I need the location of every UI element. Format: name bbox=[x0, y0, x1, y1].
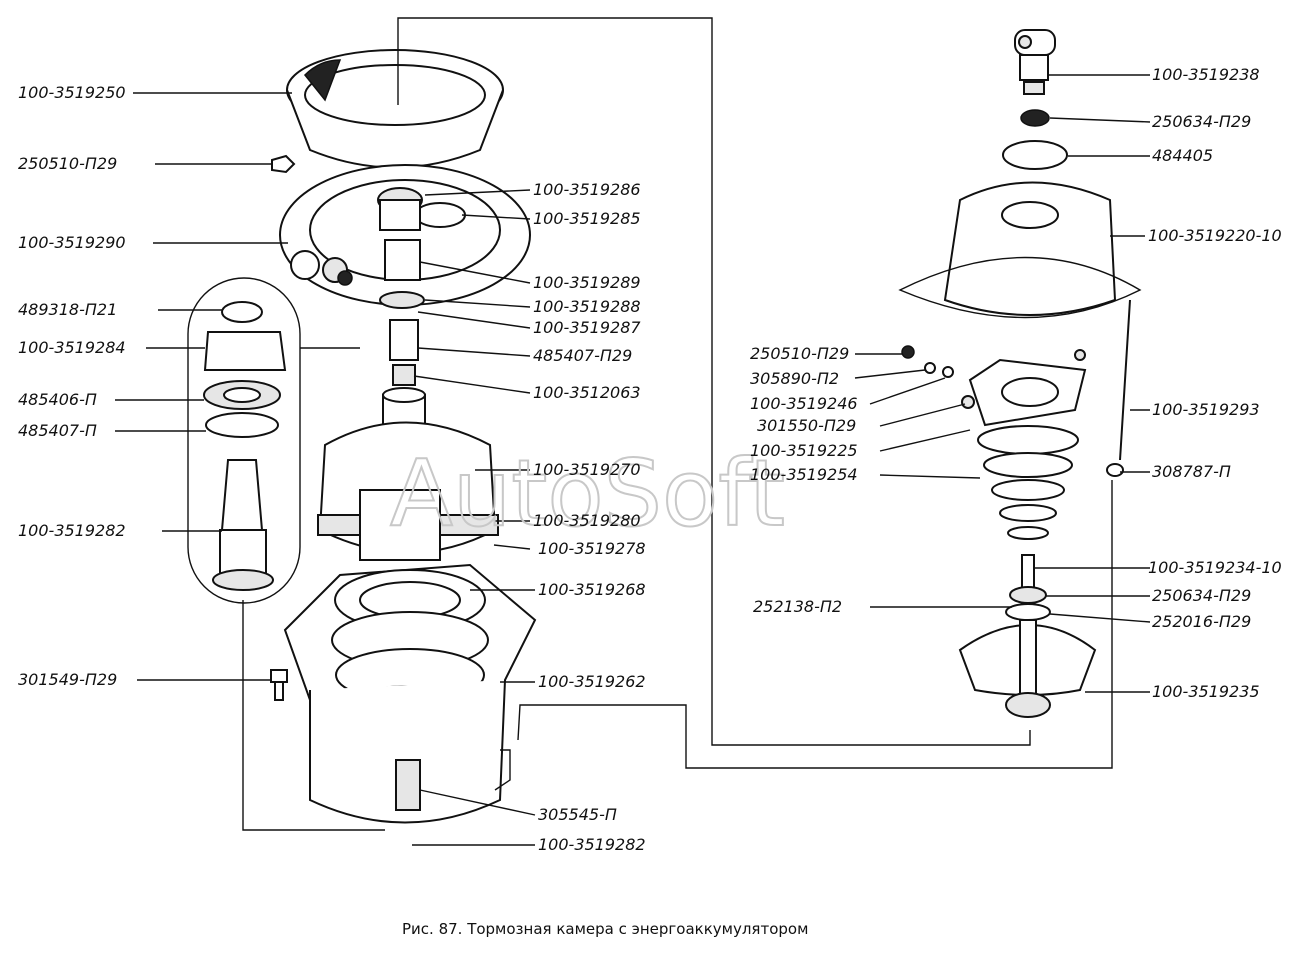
label-100-3519286: 100-3519286 bbox=[533, 180, 641, 199]
label-100-3512063: 100-3512063 bbox=[533, 383, 641, 402]
valve-stack-drawing bbox=[379, 239, 425, 386]
label-250510-p29-right: 250510-П29 bbox=[750, 344, 849, 363]
figure-caption: Рис. 87. Тормозная камера с энергоаккуму… bbox=[402, 920, 808, 938]
leader-lines bbox=[115, 74, 1151, 846]
label-301549-p29: 301549-П29 bbox=[18, 670, 117, 689]
nut-washer-drawing bbox=[1002, 109, 1068, 170]
left-parts-group-drawing bbox=[187, 277, 301, 604]
label-485407-p: 485407-П bbox=[18, 421, 97, 440]
label-100-3519280: 100-3519280 bbox=[533, 511, 641, 530]
label-100-3519220-10: 100-3519220-10 bbox=[1148, 226, 1282, 245]
label-100-3519289: 100-3519289 bbox=[533, 273, 641, 292]
small-nuts-right-drawing bbox=[901, 345, 954, 378]
label-100-3519284: 100-3519284 bbox=[18, 338, 126, 357]
label-100-3519290: 100-3519290 bbox=[18, 233, 126, 252]
label-485407-p29: 485407-П29 bbox=[533, 346, 632, 365]
cover-flange-drawing bbox=[279, 164, 531, 306]
label-100-3519268: 100-3519268 bbox=[538, 580, 646, 599]
connection-lines bbox=[242, 17, 1113, 831]
label-100-3519246: 100-3519246 bbox=[750, 394, 858, 413]
bracket-plate-drawing bbox=[961, 349, 1087, 427]
label-252138-p2: 252138-П2 bbox=[753, 597, 842, 616]
rod-plate-drawing bbox=[958, 554, 1097, 718]
label-305545-p: 305545-П bbox=[538, 805, 617, 824]
label-100-3519282-bottom: 100-3519282 bbox=[538, 835, 646, 854]
label-305890-p2: 305890-П2 bbox=[750, 369, 839, 388]
nut-250510-left-drawing bbox=[271, 154, 296, 174]
label-301550-p29: 301550-П29 bbox=[757, 416, 856, 435]
watermark: AutoSoft bbox=[390, 440, 785, 547]
label-100-3519287: 100-3519287 bbox=[533, 318, 641, 337]
label-250510-p29-left: 250510-П29 bbox=[18, 154, 117, 173]
label-308787-p: 308787-П bbox=[1152, 462, 1231, 481]
label-100-3519285: 100-3519285 bbox=[533, 209, 641, 228]
label-100-3519234-10: 100-3519234-10 bbox=[1148, 558, 1282, 577]
label-100-3519288: 100-3519288 bbox=[533, 297, 641, 316]
bolt-301549-drawing bbox=[270, 669, 288, 701]
label-100-3519238: 100-3519238 bbox=[1152, 65, 1260, 84]
spring-housing-drawing bbox=[283, 563, 537, 824]
label-250634-p29-bottom: 250634-П29 bbox=[1152, 586, 1251, 605]
chamber-body-drawing bbox=[898, 181, 1142, 477]
label-100-3519270: 100-3519270 bbox=[533, 460, 641, 479]
label-250634-p29-top: 250634-П29 bbox=[1152, 112, 1251, 131]
fork-drawing bbox=[1014, 29, 1056, 95]
label-100-3519278: 100-3519278 bbox=[538, 539, 646, 558]
label-100-3519282-left: 100-3519282 bbox=[18, 521, 126, 540]
label-485406-p: 485406-П bbox=[18, 390, 97, 409]
label-252016-p29: 252016-П29 bbox=[1152, 612, 1251, 631]
piston-housing-drawing bbox=[317, 387, 499, 561]
label-100-3519293: 100-3519293 bbox=[1152, 400, 1260, 419]
label-100-3519235: 100-3519235 bbox=[1152, 682, 1260, 701]
label-484405: 484405 bbox=[1152, 146, 1213, 165]
label-100-3519225: 100-3519225 bbox=[750, 441, 858, 460]
label-489318-p21: 489318-П21 bbox=[18, 300, 117, 319]
spring-cone-drawing bbox=[977, 425, 1079, 540]
label-100-3519262: 100-3519262 bbox=[538, 672, 646, 691]
label-100-3519250: 100-3519250 bbox=[18, 83, 126, 102]
diaphragm-cup-drawing bbox=[286, 49, 504, 169]
label-100-3519254: 100-3519254 bbox=[750, 465, 858, 484]
